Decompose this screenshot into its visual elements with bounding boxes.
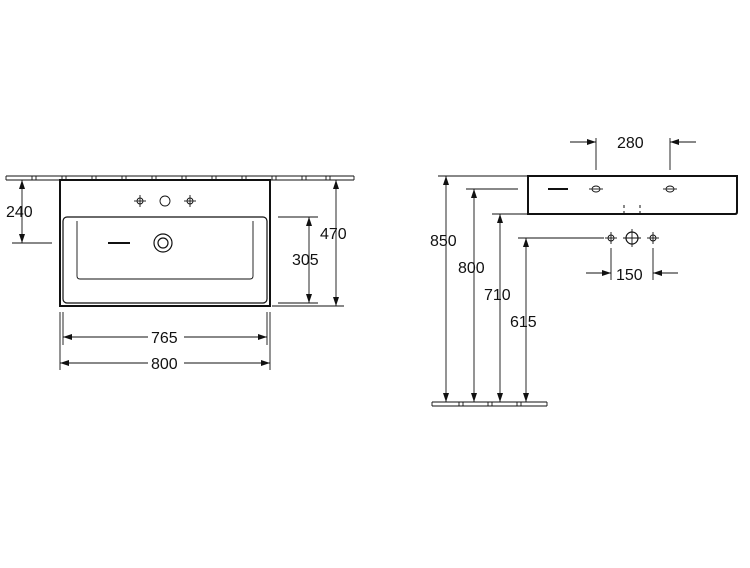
dimension-label: 280 — [617, 135, 644, 152]
basin-outline — [59, 179, 271, 307]
dimension-label: 800 — [151, 356, 178, 373]
dimension-label: 305 — [292, 252, 319, 269]
dimension-305: 305 — [278, 216, 319, 304]
dimension-label: 470 — [320, 226, 347, 243]
dimension-470: 470 — [272, 180, 347, 307]
side-view: 280 150 — [430, 135, 738, 407]
dimension-800-side: 800 — [458, 188, 518, 402]
dimension-label: 615 — [510, 314, 537, 331]
dimension-label: 850 — [430, 233, 457, 250]
dimension-label: 240 — [6, 204, 33, 221]
dimension-850: 850 — [430, 175, 528, 402]
waste-icon — [153, 233, 173, 253]
dimension-710: 710 — [484, 213, 528, 402]
basin-side-profile — [527, 175, 738, 215]
dimension-765: 765 — [62, 312, 268, 347]
dimension-label: 710 — [484, 287, 511, 304]
dimension-615: 615 — [510, 237, 604, 402]
tap-hole-icon — [134, 195, 196, 207]
basin-bowl-inner — [76, 221, 254, 280]
tap-hole-icon — [589, 185, 677, 193]
front-view: 240 305 470 765 — [5, 175, 355, 373]
dimension-800: 800 — [59, 312, 271, 373]
dimension-label: 765 — [151, 330, 178, 347]
dimension-280: 280 — [570, 135, 696, 170]
floor-strip — [431, 401, 548, 407]
dimension-150: 150 — [586, 248, 678, 284]
dimension-240: 240 — [6, 179, 52, 244]
dimension-label: 150 — [616, 267, 643, 284]
dimension-label: 800 — [458, 260, 485, 277]
basin-bowl — [62, 216, 268, 304]
tap-connection-icon — [605, 229, 659, 247]
